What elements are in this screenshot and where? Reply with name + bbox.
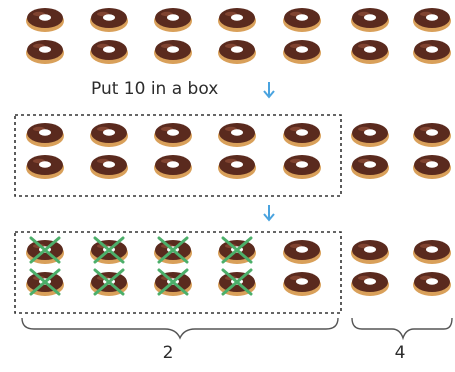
donut-icon	[218, 123, 256, 147]
cross-out-icon	[93, 236, 125, 264]
donut-icon	[351, 123, 389, 147]
donut-icon	[283, 123, 321, 147]
donut-icon	[26, 8, 64, 32]
donut-icon	[90, 123, 128, 147]
initial-donuts-group	[26, 8, 451, 64]
donut-icon	[413, 40, 451, 64]
donut-icon	[351, 40, 389, 64]
ten-box-row2	[14, 114, 342, 197]
ten-box-row3	[14, 231, 342, 314]
brace-label-boxed: 2	[162, 343, 174, 363]
step-caption: Put 10 in a box	[91, 79, 219, 99]
donut-icon	[283, 40, 321, 64]
donut-icon	[154, 8, 192, 32]
donut-icon	[218, 40, 256, 64]
donut-icon	[218, 8, 256, 32]
donut-icon	[154, 155, 192, 179]
donut-icon	[90, 155, 128, 179]
donut-icon	[413, 8, 451, 32]
brace-label-outside: 4	[394, 343, 406, 363]
donut-icon	[90, 40, 128, 64]
cross-out-icon	[157, 236, 189, 264]
donut-icon	[413, 240, 451, 264]
donut-icon	[413, 123, 451, 147]
donut-icon	[351, 240, 389, 264]
donut-icon	[351, 8, 389, 32]
donut-icon	[218, 155, 256, 179]
donut-icon	[154, 40, 192, 64]
donut-icon	[26, 123, 64, 147]
donut-icon	[351, 272, 389, 296]
donut-icon	[283, 155, 321, 179]
cross-out-icon	[29, 236, 61, 264]
donut-icon	[26, 155, 64, 179]
boxed-donuts-group	[26, 123, 451, 179]
brace	[21, 317, 339, 340]
donut-icon	[283, 8, 321, 32]
donut-icon	[283, 272, 321, 296]
donut-icon	[413, 155, 451, 179]
brace	[351, 317, 453, 341]
arrow-down-icon	[263, 82, 275, 99]
donut-icon	[154, 123, 192, 147]
donut-icon	[26, 40, 64, 64]
arrow-down-icon	[263, 205, 275, 222]
donut-icon	[413, 272, 451, 296]
cross-out-icon	[93, 268, 125, 296]
donut-icon	[283, 240, 321, 264]
cross-out-icon	[221, 268, 253, 296]
donut-icon	[90, 8, 128, 32]
cross-out-icon	[157, 268, 189, 296]
cross-out-icon	[29, 268, 61, 296]
cross-out-icon	[221, 236, 253, 264]
donut-icon	[351, 155, 389, 179]
crossed-out-group	[29, 236, 253, 296]
